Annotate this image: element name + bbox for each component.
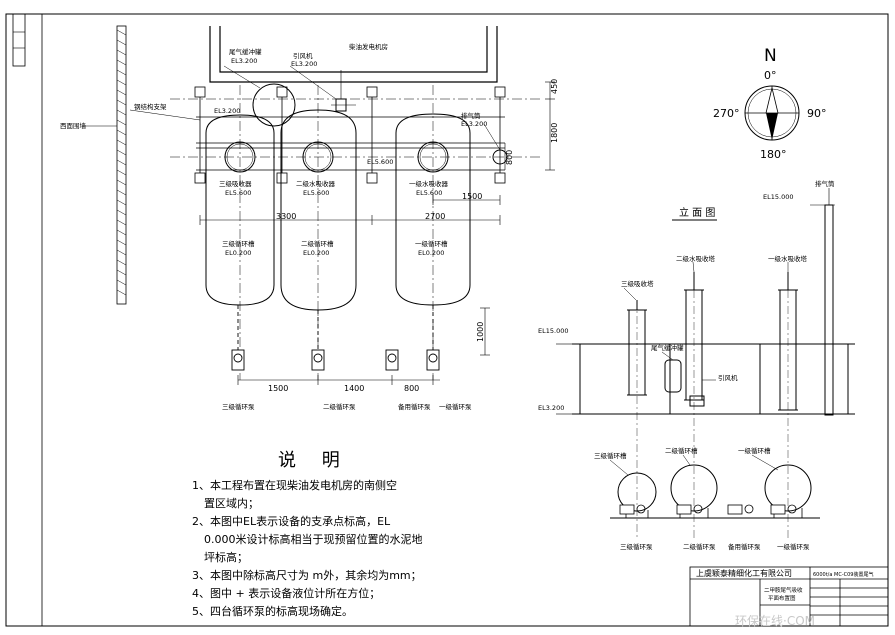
title-block — [689, 566, 889, 627]
compass-needle-south — [766, 113, 778, 140]
elev-tank1: 一级循环槽 — [738, 446, 771, 455]
plan-view — [82, 25, 555, 385]
project-name: 6000t/a MC-C09装置尾气 — [813, 571, 874, 578]
dim-2700: 2700 — [425, 212, 445, 221]
tower1-plan — [395, 113, 471, 170]
tower2-label: 二级水吸收器 — [296, 179, 336, 188]
tank3-elev — [617, 472, 657, 512]
tank1-el: EL0.200 — [418, 249, 444, 257]
pump-spare-label: 备用循环泵 — [398, 402, 431, 411]
exhaust-label: 排气筒 — [461, 111, 481, 120]
frame2-el: EL5.600 — [367, 158, 393, 166]
generator-room-wall — [209, 26, 498, 83]
buffer-tank-elev — [664, 359, 682, 393]
dim-1800: 1800 — [550, 123, 559, 143]
drawing-name-1: 二甲胺尾气吸收 — [764, 586, 803, 594]
generator-room-label: 柴油发电机房 — [349, 42, 388, 51]
elev-tank3: 三级循环槽 — [594, 451, 627, 460]
dim-1500-top: 1500 — [462, 192, 482, 201]
compass-rose — [744, 85, 800, 141]
tail-gas-buffer-tank — [252, 83, 296, 127]
note-line-7: 4、图中 + 表示设备液位计所在方位； — [192, 587, 381, 600]
dim-1400: 1400 — [344, 384, 364, 393]
tank3-plan — [205, 170, 275, 306]
tank2-el: EL0.200 — [303, 249, 329, 257]
elev-pump-spare: 备用循环泵 — [728, 542, 761, 551]
plan-pumps — [231, 305, 440, 371]
fan-elev — [689, 395, 705, 407]
elev-tank2: 二级循环槽 — [665, 446, 698, 455]
tank1-label: 一级循环槽 — [415, 239, 448, 248]
fan-el: EL3.200 — [291, 60, 317, 68]
drawing-name-2: 平面布置图 — [768, 594, 796, 602]
tank3-label: 三级循环槽 — [222, 239, 255, 248]
tank2-elev — [670, 464, 718, 512]
note-line-1: 1、本工程布置在现柴油发电机房的南侧空 — [192, 479, 397, 492]
dim-1000: 1000 — [476, 322, 485, 342]
dim-800-v: 800 — [505, 150, 514, 165]
elevation-view — [556, 188, 855, 540]
elev-pump2: 二级循环泵 — [683, 542, 716, 551]
pump3-label: 三级循环泵 — [222, 402, 255, 411]
west-wall-label: 西面围墙 — [60, 121, 87, 130]
elev-exhaust-label: 排气筒 — [815, 179, 835, 188]
tower2-plan — [280, 109, 357, 170]
tower2-el: EL5.600 — [303, 189, 329, 197]
dim-1500: 1500 — [268, 384, 288, 393]
dim-3300: 3300 — [276, 212, 296, 221]
tower3-plan — [205, 114, 275, 170]
compass-90: 90° — [807, 107, 827, 120]
tail-gas-tank-el: EL3.200 — [231, 57, 257, 65]
elev-buffer: 尾气缓冲罐 — [651, 343, 684, 352]
margin-strip — [12, 13, 26, 67]
elev-pump3: 三级循环泵 — [620, 542, 653, 551]
dim-450: 450 — [550, 79, 559, 94]
elev-el-3: EL3.200 — [538, 404, 564, 412]
pump1-label: 一级循环泵 — [439, 402, 472, 411]
watermark: 环保在线·COM — [735, 614, 815, 628]
note-line-3: 2、本图中EL表示设备的支承点标高，EL — [192, 515, 391, 528]
compass-needle-north — [765, 87, 779, 114]
tank1-elev — [764, 464, 812, 512]
fan-label: 引风机 — [293, 51, 313, 60]
frame-el: EL3.200 — [214, 107, 240, 115]
tower3-el: EL5.600 — [225, 189, 251, 197]
elev-el-15-stack: EL15.000 — [763, 193, 793, 201]
elev-tower3: 三级吸收塔 — [621, 279, 654, 288]
tank2-label: 二级循环槽 — [301, 239, 334, 248]
tower1-el: EL5.600 — [416, 189, 442, 197]
company-name: 上虞颖泰精细化工有限公司 — [696, 568, 792, 578]
compass-180: 180° — [760, 148, 787, 161]
exhaust-el: EL3.200 — [461, 120, 487, 128]
elevation-title: 立 面 图 — [679, 206, 715, 219]
note-line-6: 3、本图中除标高尺寸为 m外，其余均为mm； — [192, 569, 422, 582]
notes-title: 说 明 — [278, 450, 350, 471]
tank3-el: EL0.200 — [225, 249, 251, 257]
note-line-8: 5、四台循环泵的标高现场确定。 — [192, 605, 353, 618]
tower1-label: 一级水吸收器 — [409, 179, 449, 188]
elev-tower1: 一级水吸收塔 — [768, 254, 808, 263]
compass-0: 0° — [764, 69, 777, 82]
pump2-label: 二级循环泵 — [323, 402, 356, 411]
exhaust-stack — [824, 204, 834, 416]
compass-270: 270° — [713, 107, 740, 120]
note-line-2: 置区域内； — [204, 497, 259, 510]
elev-el-15: EL15.000 — [538, 327, 568, 335]
elev-pump1: 一级循环泵 — [777, 542, 810, 551]
inner-border — [41, 13, 889, 627]
tower3-label: 三级吸收器 — [219, 179, 252, 188]
elev-fan: 引风机 — [718, 373, 738, 382]
compass-north: N — [764, 46, 777, 66]
tail-gas-tank-label: 尾气缓冲罐 — [229, 47, 262, 56]
note-line-5: 坪标高； — [204, 551, 248, 564]
dim-800: 800 — [404, 384, 419, 393]
elev-tower2: 二级水吸收塔 — [676, 254, 716, 263]
steel-frame-label: 钢结构支架 — [134, 102, 167, 111]
note-line-4: 0.000米设计标高相当于现预留位置的水泥地 — [204, 533, 423, 546]
